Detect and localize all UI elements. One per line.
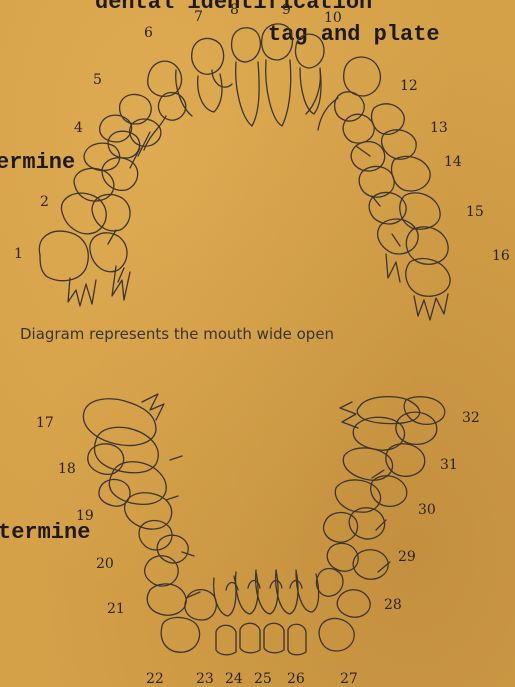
tooth-label-12: 12 [400, 78, 418, 94]
tooth-label-17: 17 [36, 415, 54, 431]
tooth-label-19: 19 [76, 508, 94, 524]
lower-dental-arch-icon [83, 394, 444, 655]
tooth-label-16: 16 [492, 248, 510, 264]
tooth-label-30: 30 [418, 502, 436, 518]
tooth-label-22: 22 [146, 671, 164, 687]
tooth-label-15: 15 [466, 204, 484, 220]
tooth-label-25: 25 [254, 671, 272, 687]
tooth-label-2: 2 [40, 194, 49, 210]
tooth-label-18: 18 [58, 461, 76, 477]
tooth-label-31: 31 [440, 457, 458, 473]
tooth-label-8: 8 [230, 2, 239, 18]
tooth-label-14: 14 [444, 154, 462, 170]
tooth-label-5: 5 [93, 72, 102, 88]
tooth-label-21: 21 [107, 601, 125, 617]
tooth-label-4: 4 [74, 120, 83, 136]
tooth-label-7: 7 [194, 9, 203, 25]
diagram-caption: Diagram represents the mouth wide open [20, 325, 334, 343]
tooth-label-24: 24 [225, 671, 243, 687]
tooth-label-13: 13 [430, 120, 448, 136]
tooth-label-10: 10 [324, 10, 342, 26]
upper-dental-arch-icon [39, 24, 450, 320]
tooth-label-9: 9 [282, 2, 291, 18]
tooth-label-29: 29 [398, 549, 416, 565]
header-second-line: tag and plate [268, 22, 440, 47]
tooth-label-27: 27 [340, 671, 358, 687]
side-text-upper: ermine [0, 150, 75, 175]
tooth-label-28: 28 [384, 597, 402, 613]
tooth-label-1: 1 [14, 246, 23, 262]
tooth-label-6: 6 [144, 25, 153, 41]
tooth-label-26: 26 [287, 671, 305, 687]
tooth-label-32: 32 [462, 410, 480, 426]
tooth-label-20: 20 [96, 556, 114, 572]
tooth-label-23: 23 [196, 671, 214, 687]
